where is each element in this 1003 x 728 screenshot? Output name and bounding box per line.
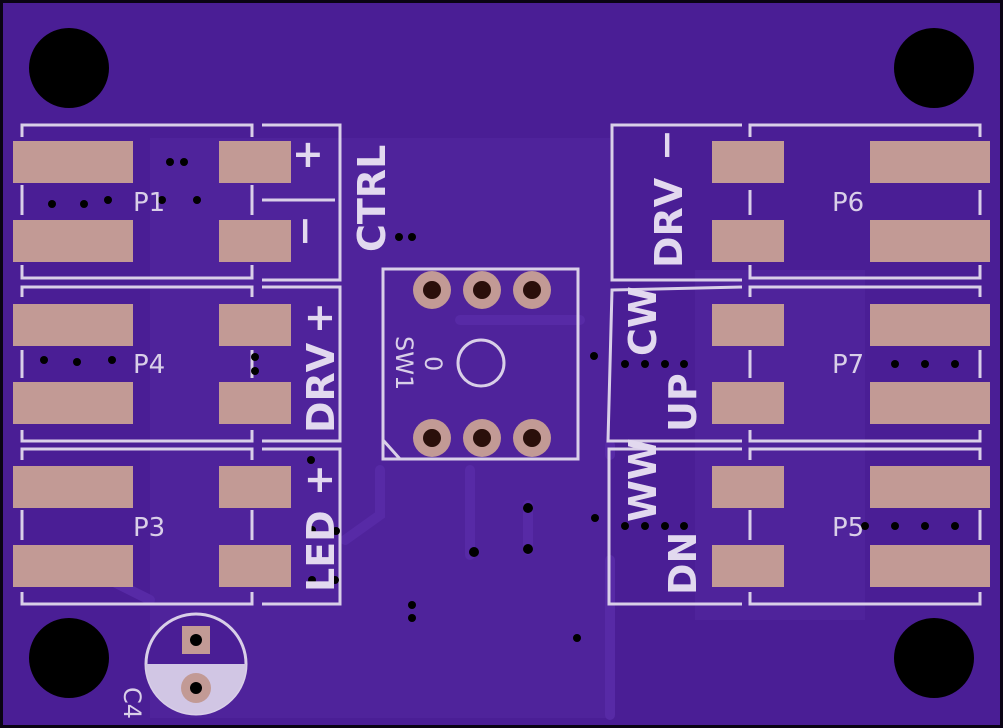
silkscreen-text: P1 P4 P3 P6 P7 P5 + − + + − CTRL DRV LED… <box>118 129 864 719</box>
pad <box>219 141 291 183</box>
pad <box>870 304 990 346</box>
pad <box>712 466 784 508</box>
label-sw1-value: 0 <box>419 356 447 371</box>
mounting-hole <box>29 28 109 108</box>
label-drv-left: DRV <box>299 342 343 433</box>
label-p3: P3 <box>133 513 165 543</box>
pad <box>13 220 133 262</box>
pad <box>219 545 291 587</box>
pad <box>13 545 133 587</box>
label-p5: P5 <box>832 513 864 543</box>
label-p4: P4 <box>133 350 165 380</box>
pad <box>712 141 784 183</box>
pad <box>13 466 133 508</box>
label-dn: DN <box>661 532 705 595</box>
pad <box>870 466 990 508</box>
label-plus-p3: + <box>297 464 341 496</box>
smd-pads <box>13 141 990 587</box>
label-cw: CW <box>621 286 665 356</box>
label-p1: P1 <box>133 188 165 218</box>
label-ww: WW <box>621 438 665 522</box>
label-minus-p1: − <box>282 215 326 247</box>
pad <box>712 382 784 424</box>
pad <box>870 382 990 424</box>
pad <box>219 466 291 508</box>
pad <box>870 545 990 587</box>
mounting-holes <box>29 28 974 698</box>
pad <box>13 141 133 183</box>
mounting-hole <box>894 28 974 108</box>
pad <box>13 382 133 424</box>
sw1-outline <box>381 267 580 461</box>
label-sw1: SW1 <box>390 336 418 390</box>
label-led: LED <box>299 510 343 592</box>
pad <box>712 545 784 587</box>
mounting-hole <box>29 618 109 698</box>
pad <box>219 304 291 346</box>
label-up: UP <box>661 373 705 432</box>
connector-outlines <box>20 123 982 606</box>
capacitor-c4 <box>144 612 248 716</box>
label-plus-p1: + <box>292 132 324 176</box>
pad <box>870 141 990 183</box>
sw1-pins <box>413 271 551 457</box>
label-c4: C4 <box>118 687 146 719</box>
label-ctrl: CTRL <box>350 145 394 252</box>
label-drv-right: DRV <box>647 177 691 268</box>
label-plus-p4: + <box>297 302 341 334</box>
label-p6: P6 <box>832 188 864 218</box>
pad <box>219 382 291 424</box>
pad <box>13 304 133 346</box>
label-minus-p6: − <box>644 129 688 161</box>
pad <box>219 220 291 262</box>
pad <box>712 220 784 262</box>
pad <box>870 220 990 262</box>
vias <box>40 158 959 642</box>
pad <box>712 304 784 346</box>
mounting-hole <box>894 618 974 698</box>
label-p7: P7 <box>832 350 864 380</box>
